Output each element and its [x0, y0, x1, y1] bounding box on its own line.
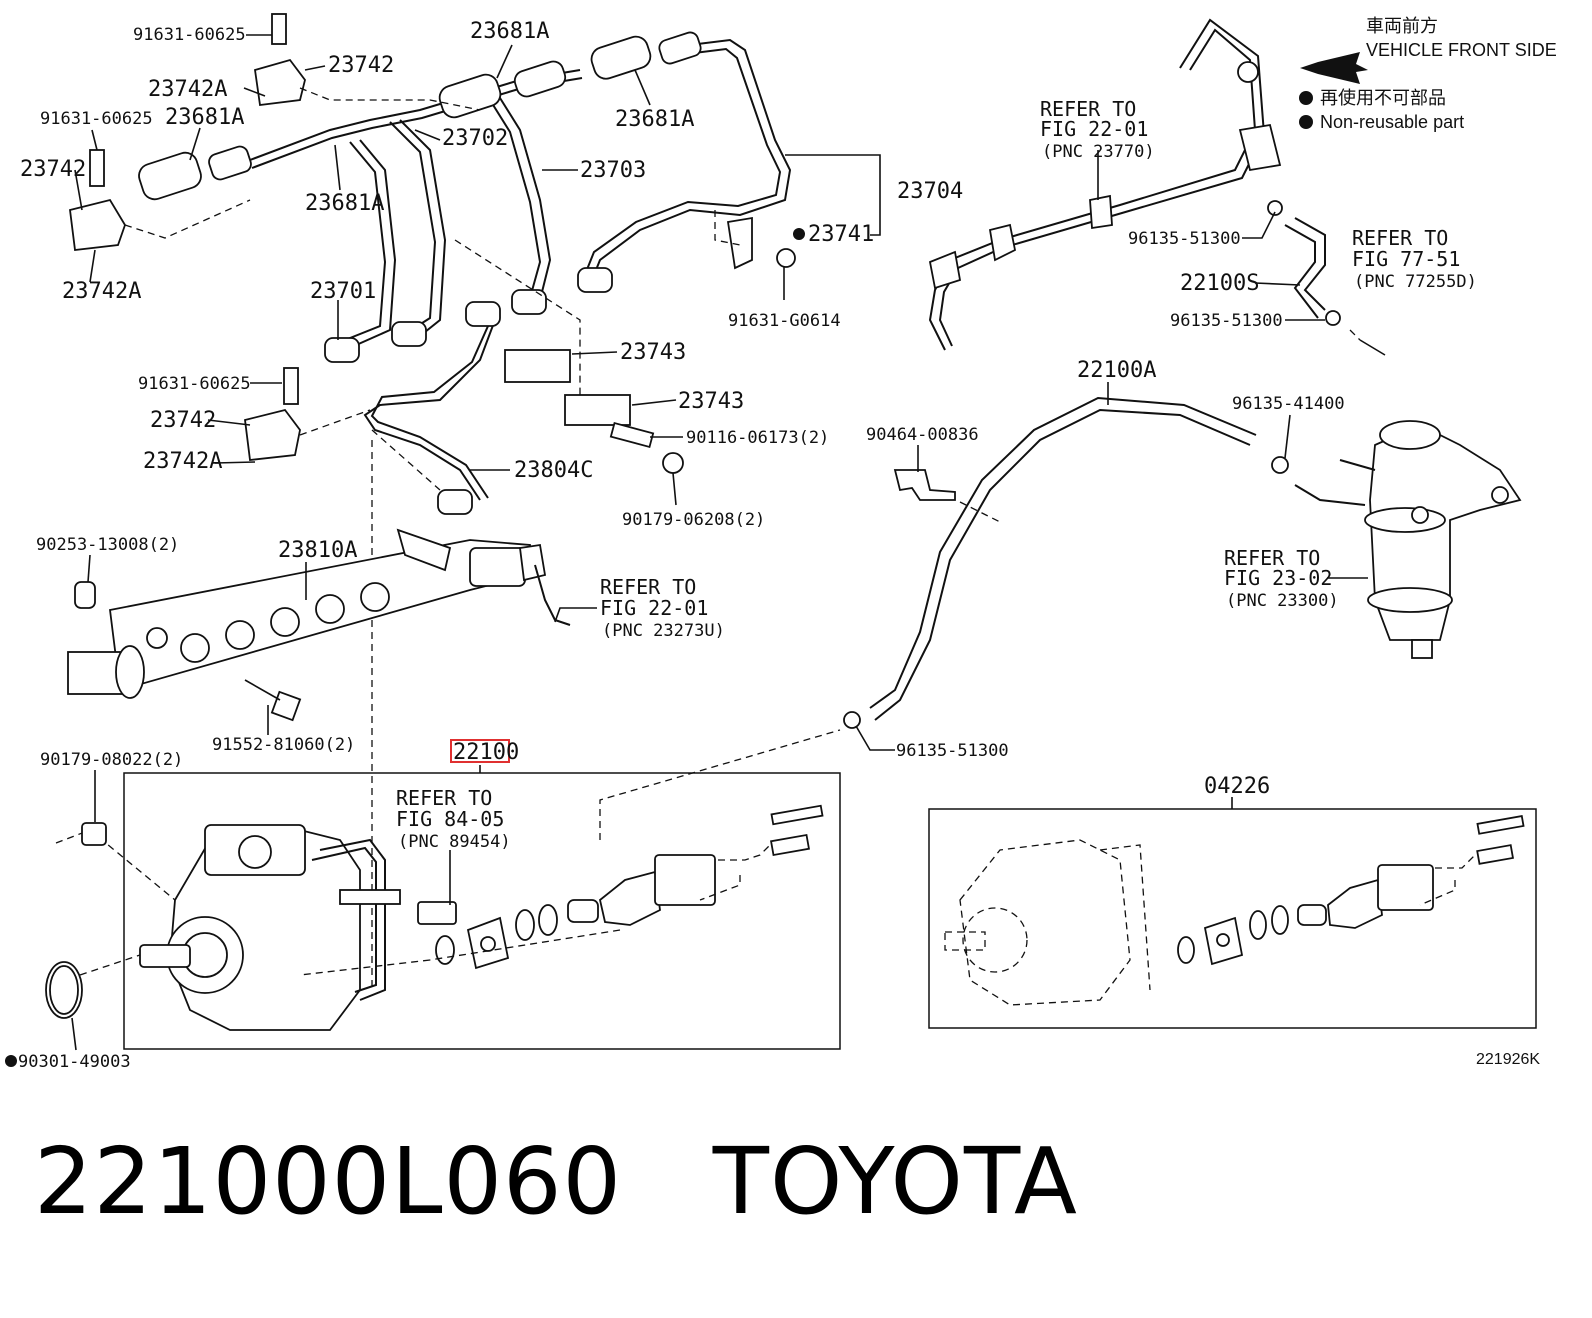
part-number: 221000L060 [34, 1128, 623, 1235]
label-23681A-mid: 23681A [305, 191, 384, 216]
nonreuse-bullet-icon [793, 228, 805, 240]
refer-notes: REFER TO FIG 22-01 (PNC 23770) REFER TO … [396, 97, 1477, 852]
label-96135-41400: 96135-41400 [1232, 394, 1345, 414]
vehicle-front-arrow-icon [1300, 52, 1368, 84]
label-23742A-left: 23742A [62, 279, 141, 304]
svg-text:FIG 22-01: FIG 22-01 [600, 596, 708, 620]
svg-text:FIG 84-05: FIG 84-05 [396, 807, 504, 831]
svg-text:REFER TO: REFER TO [1352, 226, 1448, 250]
label-23743-a: 23743 [620, 340, 686, 365]
highlight-box [450, 739, 510, 763]
label-22100S: 22100S [1180, 271, 1259, 296]
svg-text:(PNC 23770): (PNC 23770) [1042, 142, 1155, 162]
label-23681A-left: 23681A [165, 105, 244, 130]
fuel-filter-drawing [1294, 420, 1522, 659]
label-23681A-right: 23681A [615, 107, 694, 132]
pump-assembly-box [55, 729, 841, 1050]
svg-text:(PNC 23273U): (PNC 23273U) [602, 621, 725, 641]
svg-text:REFER TO: REFER TO [1224, 546, 1320, 570]
legend: 車両前方 VEHICLE FRONT SIDE 再使用不可部品 Non-reus… [1299, 16, 1557, 132]
label-23703: 23703 [580, 158, 646, 183]
label-23701: 23701 [310, 279, 376, 304]
legend-front-jp: 車両前方 [1366, 16, 1438, 36]
svg-text:FIG 77-51: FIG 77-51 [1352, 247, 1460, 271]
label-23741: 23741 [808, 222, 874, 247]
label-96135-51300-a: 96135-51300 [1128, 229, 1241, 249]
common-rail-drawing [67, 528, 571, 722]
refer-fig-77-51-pnc-77255D: REFER TO FIG 77-51 (PNC 77255D) [1352, 226, 1477, 292]
label-22100A: 22100A [1077, 358, 1156, 383]
label-91631-G0614: 91631-G0614 [728, 311, 841, 331]
injection-pipes-drawing [69, 13, 796, 515]
svg-text:FIG 22-01: FIG 22-01 [1040, 117, 1148, 141]
label-90301-49003: 90301-49003 [18, 1052, 131, 1072]
refer-fig-22-01-pnc-23273U: REFER TO FIG 22-01 (PNC 23273U) [600, 575, 725, 641]
label-90179-06208: 90179-06208(2) [622, 510, 765, 530]
label-23702: 23702 [442, 126, 508, 151]
label-90464-00836: 90464-00836 [866, 425, 979, 445]
label-90179-08022: 90179-08022(2) [40, 750, 183, 770]
label-23743-b: 23743 [678, 389, 744, 414]
label-23742-mid: 23742 [150, 408, 216, 433]
label-23742A-top: 23742A [148, 77, 227, 102]
label-96135-51300-b: 96135-51300 [1170, 311, 1283, 331]
label-22100: 22100 [453, 740, 519, 765]
legend-nonreuse-en: Non-reusable part [1320, 112, 1464, 132]
svg-text:REFER TO: REFER TO [396, 786, 492, 810]
rail-ports [146, 582, 390, 663]
svg-text:(PNC 77255D): (PNC 77255D) [1354, 272, 1477, 292]
label-23742-left: 23742 [20, 157, 86, 182]
refer-fig-23-02-pnc-23300: REFER TO FIG 23-02 (PNC 23300) [1224, 546, 1339, 611]
parts-diagram: 車両前方 VEHICLE FRONT SIDE 再使用不可部品 Non-reus… [5, 13, 1557, 1072]
svg-text:FIG 23-02: FIG 23-02 [1224, 566, 1332, 590]
legend-nonreuse-jp: 再使用不可部品 [1320, 88, 1446, 108]
label-23704: 23704 [897, 179, 963, 204]
brand-name: TOYOTA [712, 1128, 1078, 1235]
label-23681A-top: 23681A [470, 19, 549, 44]
part-labels: 91631-60625 23681A 23742 23742A 91631-60… [5, 19, 1540, 1072]
label-91631-60625-c: 91631-60625 [138, 374, 251, 394]
figure-id: 221926K [1476, 1051, 1540, 1068]
hose-22100A-drawing [843, 396, 1289, 729]
svg-text:REFER TO: REFER TO [1040, 97, 1136, 121]
nonreuse-bullet-icon [1299, 91, 1313, 105]
label-91631-60625-b: 91631-60625 [40, 109, 153, 129]
svg-text:(PNC 23300): (PNC 23300) [1226, 591, 1339, 611]
label-23742A-mid: 23742A [143, 449, 222, 474]
label-23810A: 23810A [278, 538, 357, 563]
label-91631-60625-a: 91631-60625 [133, 25, 246, 45]
label-91552-81060: 91552-81060(2) [212, 735, 355, 755]
label-90116-06173: 90116-06173(2) [686, 428, 829, 448]
svg-text:REFER TO: REFER TO [600, 575, 696, 599]
gasket-kit-box [928, 808, 1537, 1029]
fuel-hoses-drawing [928, 18, 1386, 356]
refer-fig-22-01-pnc-23770: REFER TO FIG 22-01 (PNC 23770) [1040, 97, 1155, 162]
refer-fig-84-05-pnc-89454: REFER TO FIG 84-05 (PNC 89454) [396, 786, 511, 852]
nonreuse-bullet-icon [1299, 115, 1313, 129]
label-90253-13008: 90253-13008(2) [36, 535, 179, 555]
label-23804C: 23804C [514, 458, 593, 483]
label-23742-top: 23742 [328, 53, 394, 78]
oring-outside [45, 822, 141, 1019]
legend-front-en: VEHICLE FRONT SIDE [1366, 40, 1557, 60]
leader-lines [71, 34, 1368, 1051]
part-caption: 221000L060 TOYOTA [34, 1128, 1078, 1235]
svg-text:(PNC 89454): (PNC 89454) [398, 832, 511, 852]
label-96135-51300-c: 96135-51300 [896, 741, 1009, 761]
label-04226: 04226 [1204, 774, 1270, 799]
nonreuse-bullet-icon [5, 1055, 17, 1067]
